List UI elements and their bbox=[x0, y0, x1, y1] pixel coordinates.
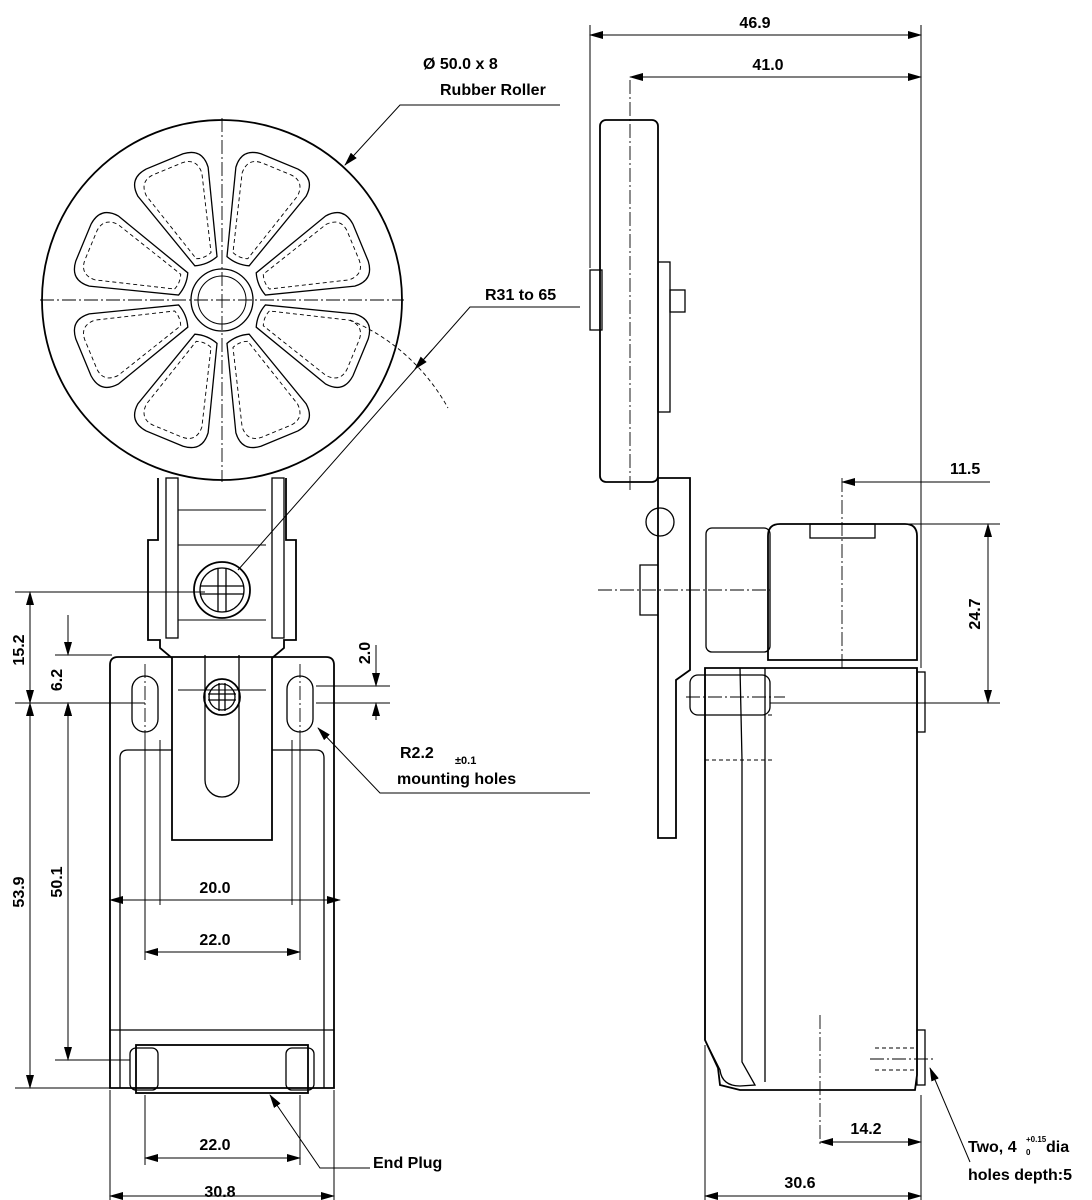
roller-petals bbox=[73, 151, 371, 449]
roller-petal-inner bbox=[262, 221, 361, 290]
roller-petal-inner bbox=[143, 340, 212, 439]
dim-30-8: 30.8 bbox=[204, 1184, 235, 1200]
dim-46-9: 46.9 bbox=[739, 15, 770, 32]
side-dimensions: 46.9 41.0 11.5 24.7 14.2 30.6 Two, 4 +0.… bbox=[589, 15, 1072, 1200]
dim-24-7: 24.7 bbox=[967, 598, 984, 629]
side-view: 46.9 41.0 11.5 24.7 14.2 30.6 Two, 4 +0.… bbox=[589, 15, 1072, 1200]
hole-label-main: R2.2 bbox=[400, 745, 434, 762]
holes-label-line2: holes depth:5 bbox=[968, 1167, 1072, 1184]
roller-side bbox=[599, 119, 659, 483]
roller-petal bbox=[255, 211, 371, 296]
dim-2-0: 2.0 bbox=[357, 642, 374, 664]
lever-arm bbox=[147, 477, 297, 841]
hole-label-line2: mounting holes bbox=[397, 771, 516, 788]
lever-side bbox=[657, 477, 691, 839]
dim-53-9: 53.9 bbox=[11, 876, 28, 907]
front-view: Ø 50.0 x 8 Rubber Roller R31 to 65 15.2 … bbox=[11, 56, 590, 1200]
roller-petal bbox=[73, 211, 189, 296]
roller-petal bbox=[73, 304, 189, 389]
dim-22-0-lower: 22.0 bbox=[199, 1137, 230, 1154]
front-dimensions: Ø 50.0 x 8 Rubber Roller R31 to 65 15.2 … bbox=[11, 56, 590, 1200]
roller-petal-inner bbox=[143, 161, 212, 260]
rubber-roller bbox=[40, 118, 449, 482]
dim-41-0: 41.0 bbox=[752, 57, 783, 74]
holes-label-line1: Two, 4 bbox=[968, 1139, 1017, 1156]
dim-15-2: 15.2 bbox=[11, 634, 28, 665]
hole-label-radius: R2.2 bbox=[400, 745, 434, 762]
roller-petal bbox=[226, 333, 311, 449]
radius-label: R31 to 65 bbox=[485, 287, 556, 304]
roller-label-line2: Rubber Roller bbox=[440, 82, 546, 99]
dim-20-0: 20.0 bbox=[199, 880, 230, 897]
switch-head-side bbox=[767, 523, 918, 661]
roller-petal-inner bbox=[262, 310, 361, 379]
holes-tol-upper: +0.15 bbox=[1026, 1135, 1047, 1144]
holes-tol-lower: 0 bbox=[1026, 1148, 1031, 1157]
roller-petal-inner bbox=[232, 340, 301, 439]
roller-petal bbox=[226, 151, 311, 267]
dim-30-6: 30.6 bbox=[784, 1175, 815, 1192]
dim-11-5: 11.5 bbox=[950, 461, 980, 478]
roller-petal-inner bbox=[83, 221, 182, 290]
dim-14-2: 14.2 bbox=[850, 1121, 881, 1138]
dim-6-2: 6.2 bbox=[49, 669, 66, 691]
roller-petal bbox=[255, 304, 371, 389]
roller-petal-inner bbox=[232, 161, 301, 260]
holes-label-suffix: dia bbox=[1046, 1139, 1069, 1156]
roller-label-line1: Ø 50.0 x 8 bbox=[423, 56, 498, 73]
switch-body-side bbox=[704, 667, 918, 1091]
holes-label-prefix: Two, 4 bbox=[968, 1139, 1017, 1156]
roller-petal bbox=[133, 333, 218, 449]
end-plug-label: End Plug bbox=[373, 1155, 442, 1172]
roller-petal bbox=[133, 151, 218, 267]
roller-petal-inner bbox=[83, 310, 182, 379]
switch-body bbox=[109, 656, 335, 1094]
dim-50-1: 50.1 bbox=[49, 866, 66, 897]
dim-22-0-upper: 22.0 bbox=[199, 932, 230, 949]
hole-label-tol: ±0.1 bbox=[455, 755, 476, 767]
